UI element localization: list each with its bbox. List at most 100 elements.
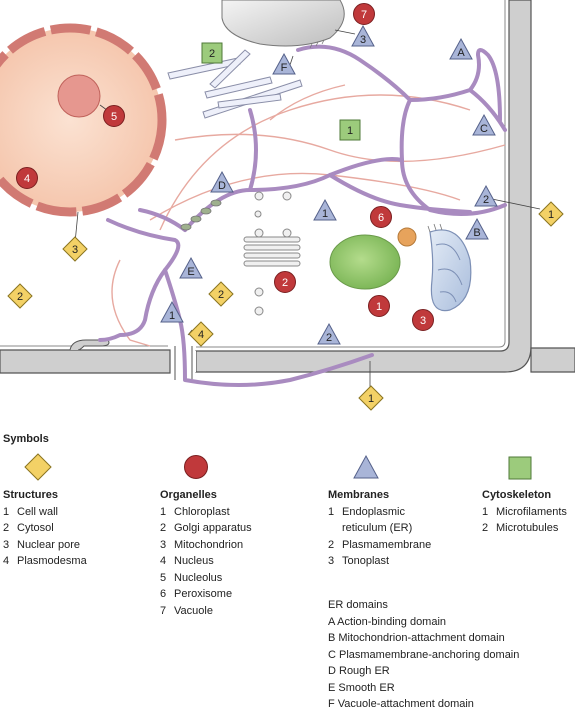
structure-marker-2: 2	[208, 281, 234, 307]
structure-marker-1: 1	[538, 201, 564, 227]
er-domains-title: ER domains	[328, 599, 388, 611]
organelle-marker-label: 2	[282, 277, 288, 289]
membrane-marker-E: E	[179, 256, 203, 279]
membrane-marker-label: D	[218, 180, 226, 192]
cytoskeleton-title: Cytoskeleton	[482, 489, 552, 501]
organelle-marker-7: 7	[353, 3, 375, 25]
er-domain-e: E Smooth ER	[328, 681, 395, 694]
organelle-marker-3: 3	[412, 309, 434, 331]
membrane-marker-label: 1	[169, 310, 175, 322]
structure-marker-label: 4	[198, 329, 204, 341]
organelle-marker-label: 3	[420, 315, 426, 327]
membrane-marker-B: B	[465, 217, 489, 240]
membrane-marker-1: 1	[160, 300, 184, 323]
er-domain-d: D Rough ER	[328, 665, 390, 677]
organelle-symbol	[184, 455, 208, 479]
organelle-marker-6: 6	[370, 206, 392, 228]
nucleus	[0, 23, 167, 217]
membrane-marker-A: A	[449, 37, 473, 60]
membrane-marker-2: 2	[474, 184, 498, 207]
structure-marker-label: 1	[548, 209, 554, 221]
peroxisome	[397, 227, 417, 247]
tethers	[309, 39, 443, 233]
plasmodesma-channel	[174, 346, 193, 380]
organelle-marker-5: 5	[103, 105, 125, 127]
membrane-marker-F: F	[272, 52, 296, 75]
membrane-marker-label: 2	[326, 332, 332, 344]
structure-marker-label: 1	[368, 393, 374, 405]
cytoskeleton-marker-2: 2	[201, 42, 223, 64]
organelles-title: Organelles	[160, 489, 217, 501]
membrane-symbol	[353, 454, 379, 479]
membranes-item-1-cont: reticulum (ER)	[342, 522, 413, 534]
er-domain-f: F Vacuole-attachment domain	[328, 698, 474, 710]
cytoskeleton-marker-1: 1	[339, 119, 361, 141]
membrane-marker-label: A	[457, 47, 465, 59]
er-domains-legend: ER domains A Action-binding domain B Mit…	[328, 597, 519, 713]
membrane-marker-label: 2	[483, 194, 489, 206]
organelle-marker-label: 1	[376, 301, 382, 313]
organelle-marker-label: 5	[111, 111, 117, 123]
structure-marker-label: 3	[72, 244, 78, 256]
cytoskeleton-marker-label: 2	[209, 48, 215, 60]
structure-marker-1: 1	[358, 385, 384, 411]
structures-title: Structures	[3, 489, 59, 501]
cell-wall	[0, 0, 575, 374]
vacuole	[221, 0, 345, 47]
membrane-marker-label: 1	[322, 208, 328, 220]
membranes-title: Membranes	[328, 489, 390, 501]
er-domain-a: A Action-binding domain	[328, 615, 447, 628]
plasmodesma-bump	[69, 339, 110, 351]
structure-marker-2: 2	[7, 283, 33, 309]
membrane-marker-label: E	[187, 266, 194, 278]
structure-marker-3: 3	[62, 236, 88, 262]
organelle-marker-4: 4	[16, 167, 38, 189]
cytoskeleton-symbol	[508, 456, 532, 480]
er-domain-b: B Mitochondrion-attachment domain	[328, 632, 505, 644]
organelle-marker-1: 1	[368, 295, 390, 317]
endoplasmic-reticulum	[98, 44, 507, 387]
membrane-marker-label: B	[473, 227, 480, 239]
membrane-marker-C: C	[472, 113, 496, 136]
membrane-marker-1: 1	[313, 198, 337, 221]
structure-marker-label: 2	[17, 291, 23, 303]
organelle-marker-label: 7	[361, 9, 367, 21]
mitochondrion	[429, 229, 472, 312]
membrane-marker-label: F	[281, 62, 288, 74]
symbols-title: Symbols	[3, 433, 49, 445]
structure-marker-4: 4	[188, 321, 214, 347]
organelle-marker-label: 6	[378, 212, 384, 224]
golgi-apparatus	[243, 191, 301, 316]
structure-marker-label: 2	[218, 289, 224, 301]
cytoskeleton-marker-label: 1	[347, 125, 353, 137]
microtubules	[167, 49, 303, 119]
membrane-marker-2: 2	[317, 322, 341, 345]
organelle-marker-2: 2	[274, 271, 296, 293]
membrane-marker-D: D	[210, 170, 234, 193]
membrane-marker-label: 3	[360, 34, 366, 46]
structure-symbol	[24, 453, 52, 481]
membrane-marker-3: 3	[351, 24, 375, 47]
rough-er-ribosomes	[180, 199, 222, 231]
